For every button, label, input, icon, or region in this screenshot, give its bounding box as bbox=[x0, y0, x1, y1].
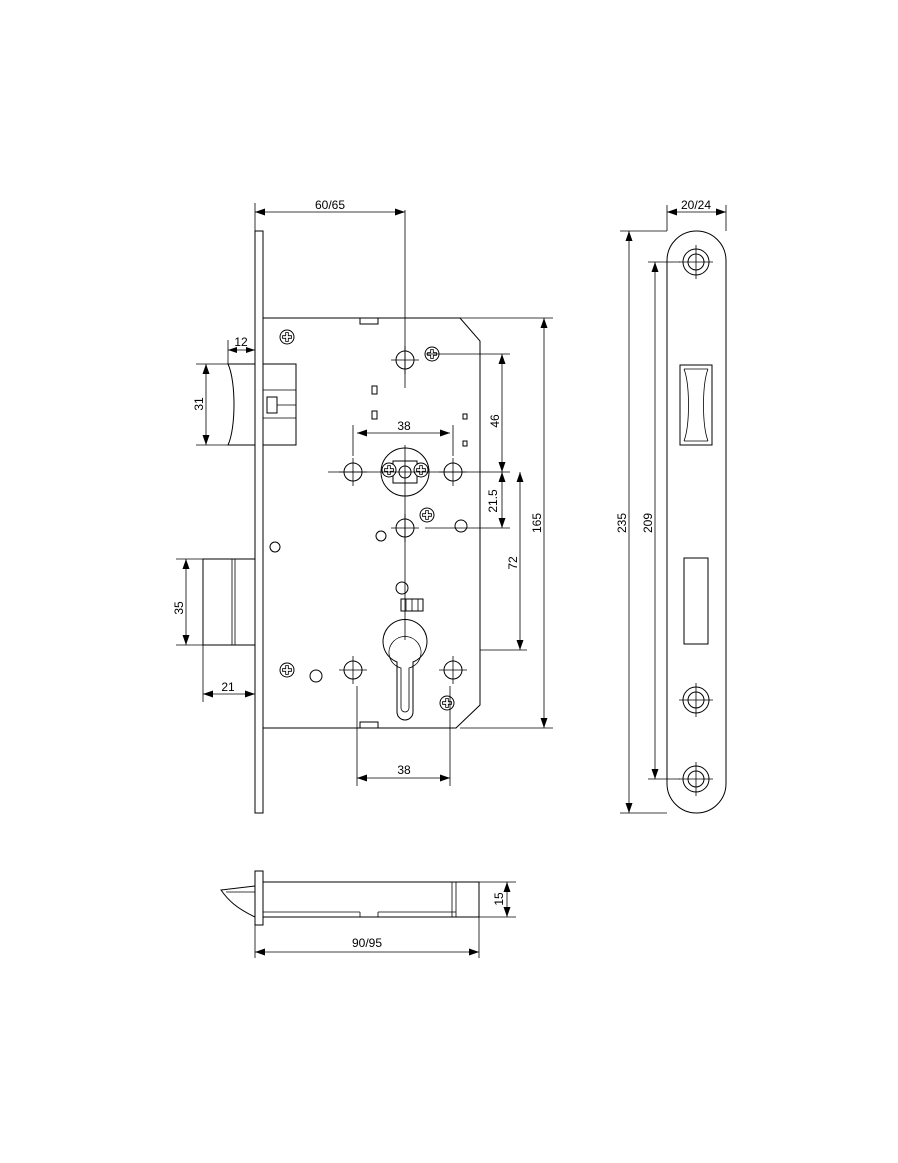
front-view bbox=[176, 203, 553, 814]
dim-faceplate-screws: 209 bbox=[641, 513, 655, 533]
dim-case-thickness: 15 bbox=[492, 892, 506, 906]
dim-follower-cylinder: 72 bbox=[506, 556, 520, 570]
front-dimensions: 60/65 12 31 38 46 21.5 165 72 35 bbox=[172, 198, 548, 782]
side-case bbox=[262, 881, 480, 918]
latch-bolt bbox=[227, 363, 297, 446]
dim-latch-width: 12 bbox=[234, 335, 248, 349]
dim-follower-top: 46 bbox=[488, 414, 502, 428]
cylinder-hole bbox=[382, 619, 428, 721]
side-view bbox=[220, 870, 516, 958]
dim-handle-screws: 38 bbox=[397, 419, 411, 433]
dim-deadbolt-height: 35 bbox=[172, 601, 186, 615]
dim-deadbolt-throw: 21 bbox=[221, 680, 235, 694]
faceplate bbox=[666, 230, 727, 814]
dim-latch-height: 31 bbox=[192, 397, 206, 411]
front-faceplate bbox=[254, 230, 264, 814]
side-dimensions: 15 90/95 bbox=[255, 882, 511, 956]
faceplate-latch-opening bbox=[679, 364, 713, 446]
faceplate-view bbox=[620, 205, 727, 814]
dim-cylinder-screws: 38 bbox=[397, 763, 411, 777]
dim-case-height: 165 bbox=[530, 513, 544, 533]
side-latch-tongue bbox=[220, 885, 256, 918]
dim-case-depth: 90/95 bbox=[352, 936, 382, 950]
dim-follower-second: 21.5 bbox=[486, 489, 500, 513]
dim-faceplate-width: 20/24 bbox=[681, 198, 711, 212]
deadbolt bbox=[202, 558, 256, 646]
dim-faceplate-length: 235 bbox=[615, 513, 629, 533]
dim-backset: 60/65 bbox=[315, 198, 345, 212]
faceplate-deadbolt-opening bbox=[683, 557, 709, 645]
faceplate-dimensions: 20/24 235 209 bbox=[615, 198, 726, 813]
